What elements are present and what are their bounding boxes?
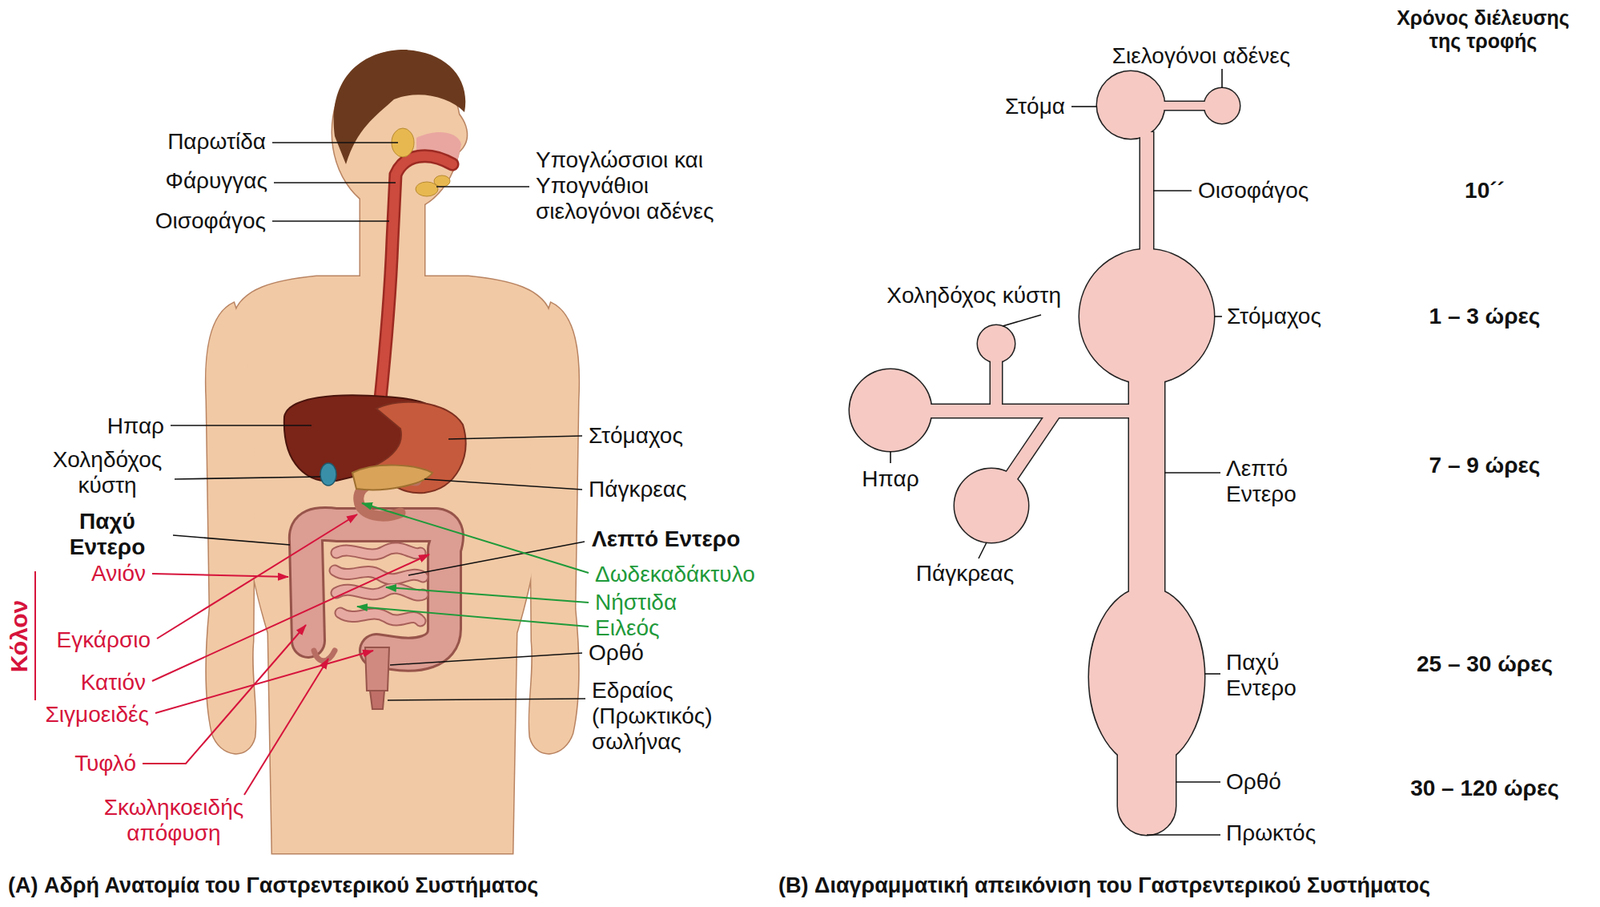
appendix — [313, 650, 335, 661]
intestine-part-label: Δωδεκαδάκτυλο — [594, 561, 756, 587]
rectum — [365, 647, 390, 691]
organ-label: Στόμαχος — [588, 422, 684, 449]
organ-label: Φάρυγγας — [165, 168, 268, 194]
organ-label: Εδραίος (Πρωκτικός) σωλήνας — [591, 677, 713, 756]
organ-label: Παρωτίδα — [167, 128, 266, 155]
transit-time: 1 – 3 ώρες — [1429, 303, 1541, 330]
esophagus-outline — [379, 156, 453, 407]
small-intestine-arrows — [357, 502, 589, 627]
salivary-gland — [434, 175, 451, 187]
organ-label: Υπογλώσσιοι και Υπογνάθιοι σιελογόνοι αδ… — [535, 147, 718, 226]
organ-label: Λεπτό Εντερο — [1226, 455, 1297, 507]
organ-label: Σιελογόνοι αδένες — [1112, 43, 1291, 69]
colon-part-label: Εγκάρσιο — [56, 627, 151, 653]
small-intestine — [334, 547, 423, 621]
organ-label: Οισοφάγος — [1197, 177, 1309, 204]
colon-part-label: Κατιόν — [80, 669, 146, 696]
organ-label: Παχύ Εντερο — [1226, 649, 1297, 701]
intestine-part-label: Νήστιδα — [594, 589, 677, 616]
organ-label: Οισοφάγος — [155, 208, 266, 234]
organ-label: Λεπτό Εντερο — [591, 526, 740, 552]
colon-part-label: Ανιόν — [91, 560, 146, 587]
organ-label: Ορθό — [1226, 768, 1282, 795]
colon-part-label: Σιγμοειδές — [45, 701, 150, 728]
anal-canal — [369, 690, 385, 709]
figure-caption: (A) Αδρή Ανατομία του Γαστρεντερικού Συσ… — [8, 872, 539, 898]
tract-schematic — [849, 71, 1240, 835]
intestine-part-label: Ειλεός — [594, 615, 660, 641]
transit-time: 10´´ — [1464, 177, 1505, 204]
group-label: Κόλον — [5, 599, 34, 673]
esophagus — [379, 156, 453, 407]
organ-label: Πρωκτός — [1226, 820, 1316, 846]
organ-label: Στόμαχος — [1226, 303, 1322, 330]
colon — [305, 523, 447, 655]
hair — [333, 49, 467, 165]
colon-part-label: Σκωληκοειδής απόφυση — [104, 794, 244, 846]
colon-part-label: Τυφλό — [74, 750, 137, 776]
organ-label: Ηπαρ — [861, 466, 919, 492]
column-header: Χρόνος διέλευσης της τροφής — [1394, 6, 1572, 53]
small-intestine-outline — [334, 547, 423, 621]
transit-time: 30 – 120 ώρες — [1410, 775, 1560, 801]
gallbladder — [320, 462, 337, 486]
tract-outline — [849, 71, 1240, 835]
salivary-gland — [415, 181, 439, 197]
organ-label: Ηπαρ — [107, 413, 165, 439]
organ-label: Ορθό — [588, 639, 644, 666]
organ-label: Στόμα — [1005, 93, 1066, 120]
organ-label: Παχύ Εντερο — [69, 508, 145, 560]
organ-label: Χοληδόχος κύστη — [886, 282, 1062, 309]
transit-time: 25 – 30 ώρες — [1416, 651, 1553, 677]
organ-label: Χοληδόχος κύστη — [52, 446, 163, 499]
organ-label: Πάγκρεας — [588, 476, 688, 503]
leader-lines — [890, 68, 1223, 835]
pancreas — [352, 465, 433, 491]
organ-label: Πάγκρεας — [916, 560, 1015, 587]
transit-time: 7 – 9 ώρες — [1429, 452, 1541, 479]
figure-caption: (B) Διαγραμματική απεικόνιση του Γαστρεν… — [778, 872, 1431, 898]
colon-outline — [305, 523, 447, 655]
